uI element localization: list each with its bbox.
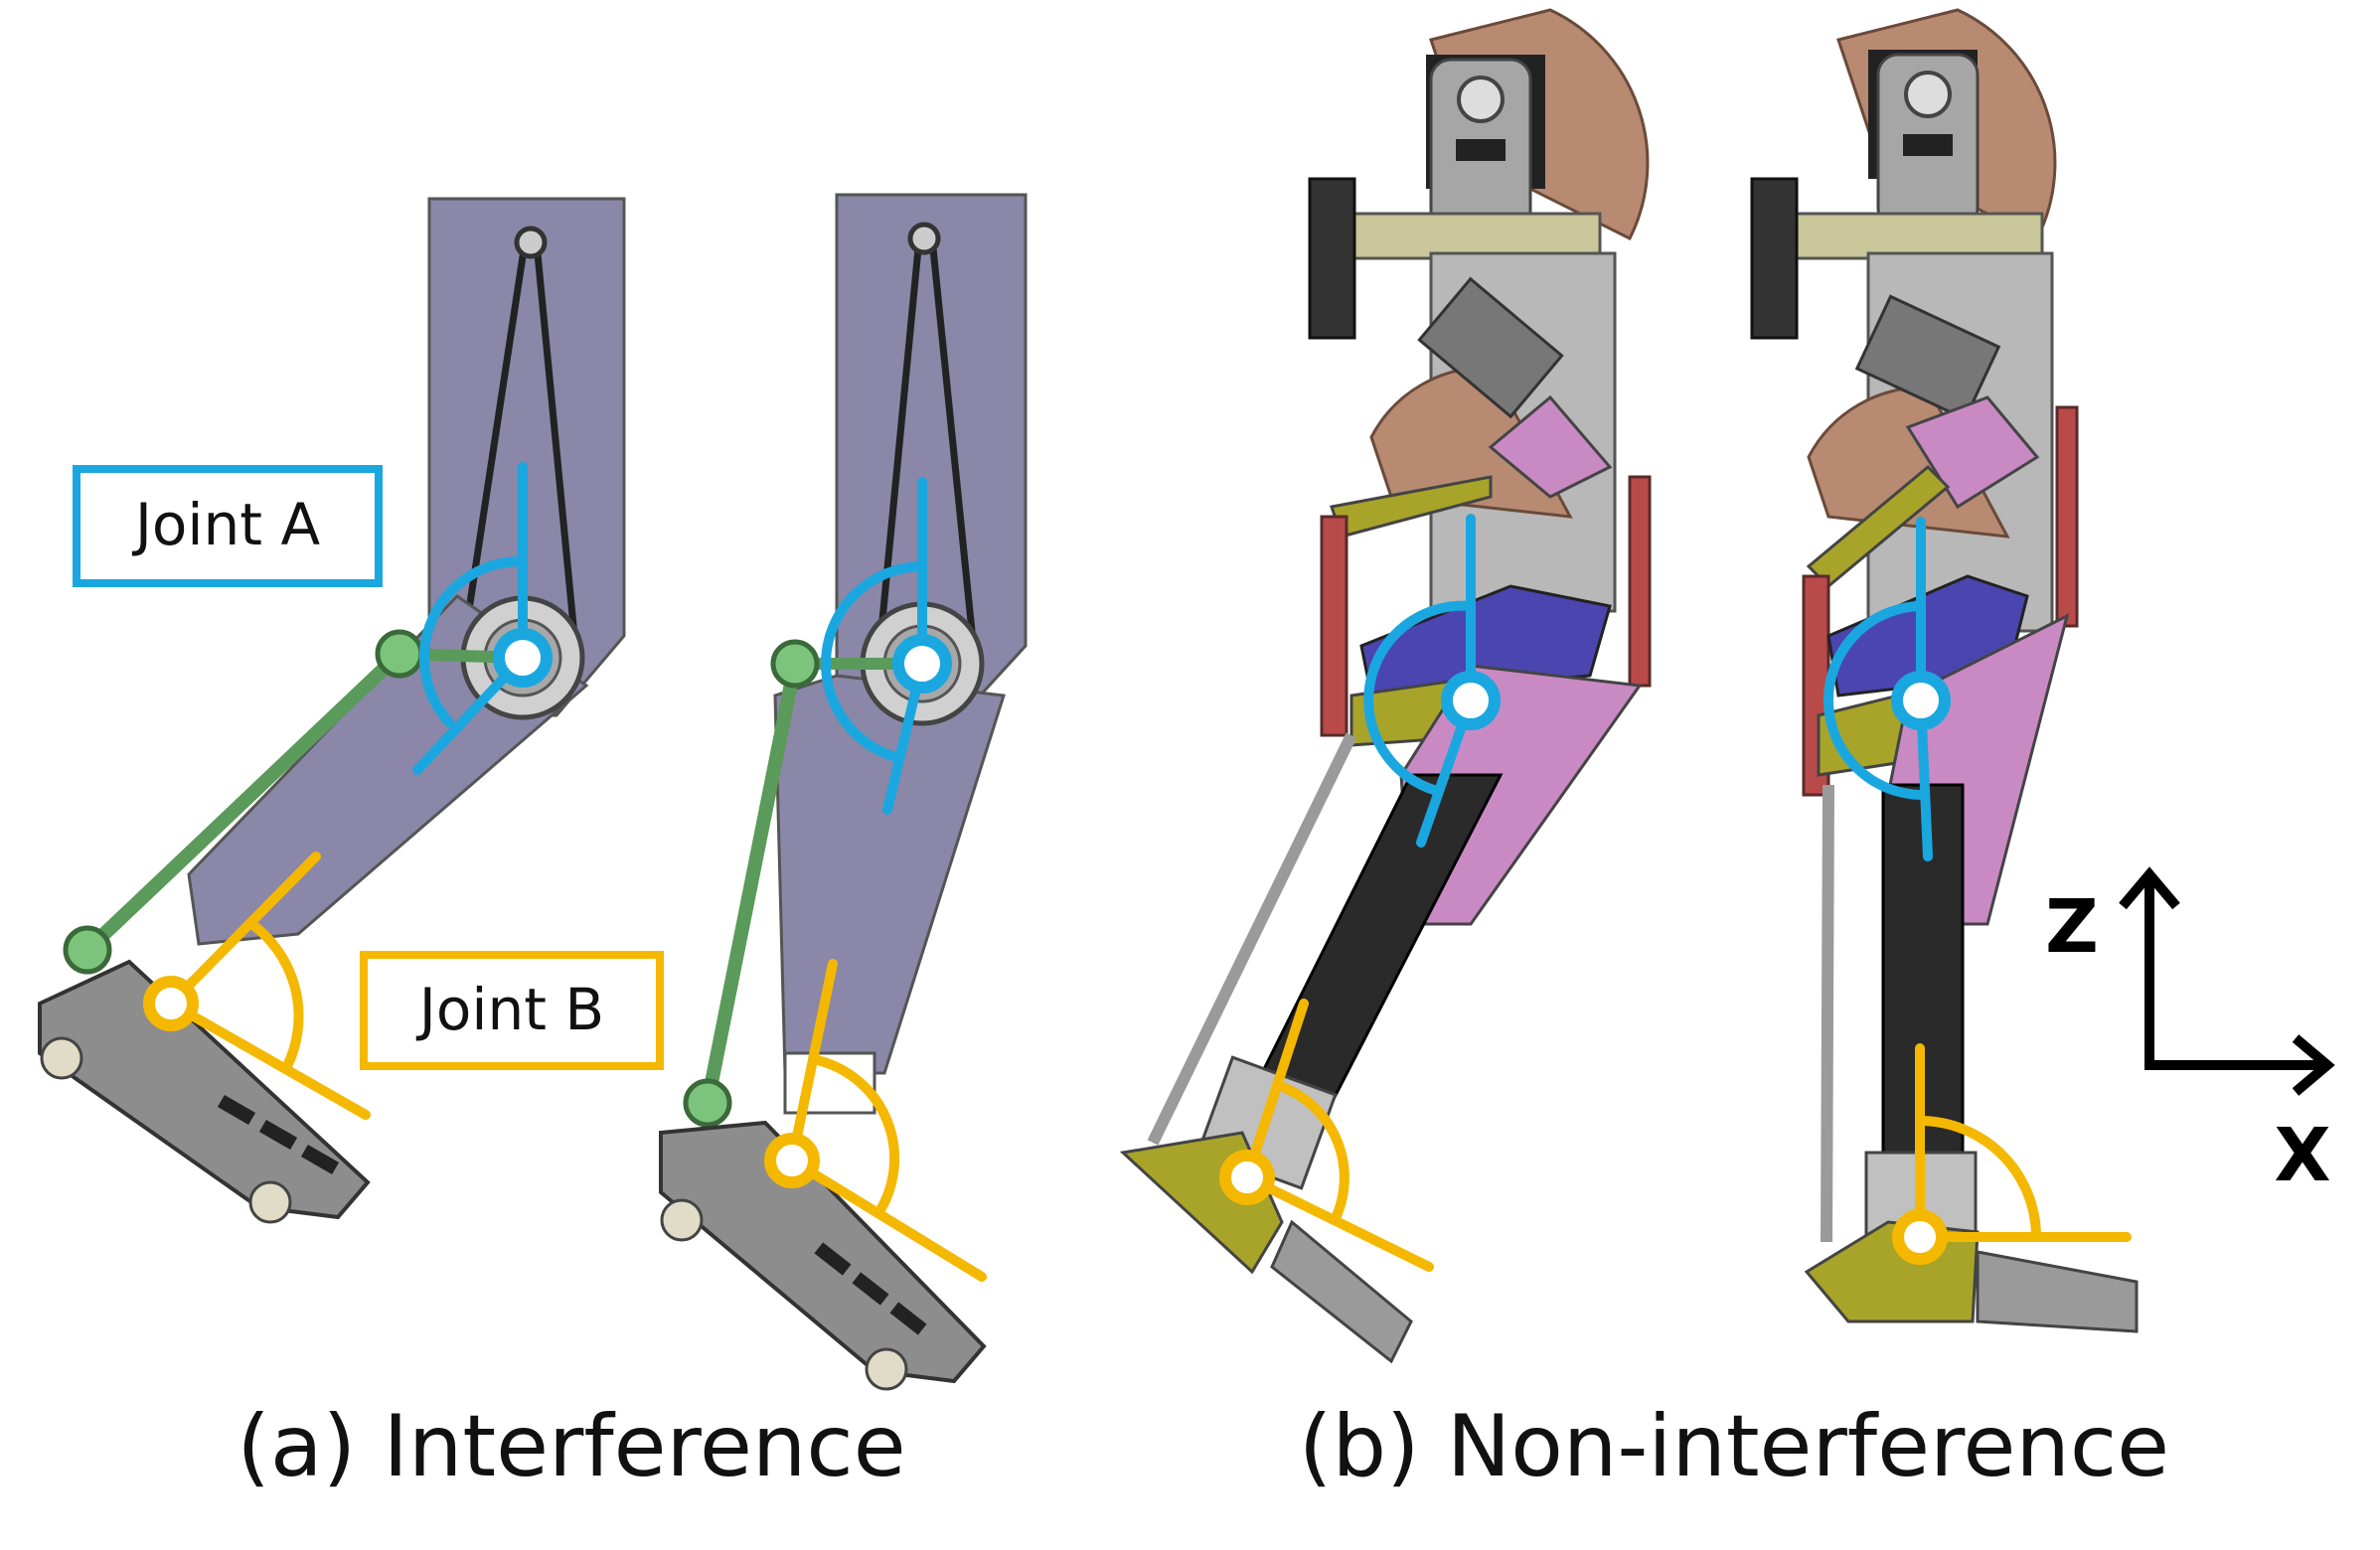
hip-bracket-b2-hole	[1904, 71, 1952, 118]
green-joint-a1-top	[375, 629, 424, 679]
foot-a1-wheel-back	[248, 1180, 292, 1224]
x-axis-label: X	[2274, 1113, 2330, 1198]
top-pulley-a2	[907, 222, 941, 255]
z-axis-label: Z	[2045, 884, 2099, 970]
joint-a-marker-a1	[493, 628, 553, 688]
foot-a1-wheel-front	[40, 1036, 83, 1080]
joint-a-marker-b1	[1441, 671, 1501, 730]
hip-bracket-b1-slot	[1456, 139, 1506, 161]
shank-a2	[773, 674, 1006, 1075]
hip-bracket-b2-slot	[1903, 134, 1953, 156]
motor-can-b2	[1854, 294, 2001, 421]
joint-a-marker-b2	[1891, 671, 1951, 730]
leg-b2	[1750, 8, 2139, 1333]
caption-b: (b) Non-interference	[1299, 1397, 2169, 1496]
red-strut-right-b2	[2055, 405, 2079, 628]
joint-b-marker-a1	[143, 976, 199, 1031]
joint-a-label: Joint A	[73, 465, 383, 587]
foot-a2-slots	[814, 1242, 927, 1335]
green-joint-a2-top	[770, 639, 820, 689]
red-strut-left-b1	[1320, 515, 1349, 737]
rod-b1	[1147, 732, 1357, 1146]
red-strut-right-b1	[1628, 475, 1652, 688]
toe-b1	[1270, 1219, 1413, 1364]
gear-b1	[1308, 177, 1356, 340]
motor-can-b1	[1417, 276, 1564, 419]
top-pulley-a1	[514, 226, 548, 259]
shaft-b1	[1349, 212, 1602, 260]
foot-a1	[38, 959, 371, 1220]
green-link-a1	[82, 648, 404, 956]
hip-bracket-b1-hole	[1457, 76, 1505, 123]
joint-a-label-text: Joint A	[132, 491, 321, 558]
leg-a2	[659, 193, 1028, 1391]
coordinate-axes: Z X	[2045, 866, 2335, 1198]
joint-b-marker-b2	[1892, 1209, 1948, 1265]
green-link-a2	[701, 662, 802, 1105]
foot-a2-wheel-back	[865, 1347, 908, 1391]
joint-b-indicator-a1	[166, 852, 371, 1120]
joint-b-label: Joint B	[360, 951, 664, 1070]
leg-a1	[38, 197, 626, 1224]
joint-b-indicator-b1	[1242, 999, 1434, 1272]
joint-b-marker-a2	[764, 1133, 820, 1188]
green-joint-a1-bottom	[63, 925, 112, 975]
panel-b: Z X (b) Non-interference	[1119, 8, 2335, 1496]
pink-bracket-top-b1	[1488, 394, 1613, 499]
green-joint-a2-bottom	[683, 1078, 732, 1128]
x-axis-arrowhead	[2292, 1034, 2335, 1096]
joint-b-marker-b1	[1219, 1150, 1275, 1205]
z-axis-arrowhead	[2119, 866, 2180, 910]
foot-a2-wheel-front	[660, 1198, 704, 1242]
leg-b1	[1119, 8, 1652, 1364]
toe-b2	[1976, 1250, 2139, 1333]
rod-b2	[1821, 784, 1834, 1243]
joint-b-indicator-b2	[1915, 1043, 2132, 1242]
gear-b2	[1750, 177, 1799, 340]
shaft-b2	[1792, 212, 2044, 260]
joint-a-marker-a2	[892, 634, 952, 694]
caption-a: (a) Interference	[237, 1397, 905, 1496]
joint-b-indicator-a2	[787, 959, 987, 1282]
joint-b-label-text: Joint B	[416, 976, 604, 1043]
panel-a: Joint A Joint B (a) Interference	[38, 193, 1028, 1496]
foot-a1-slots	[217, 1094, 340, 1175]
